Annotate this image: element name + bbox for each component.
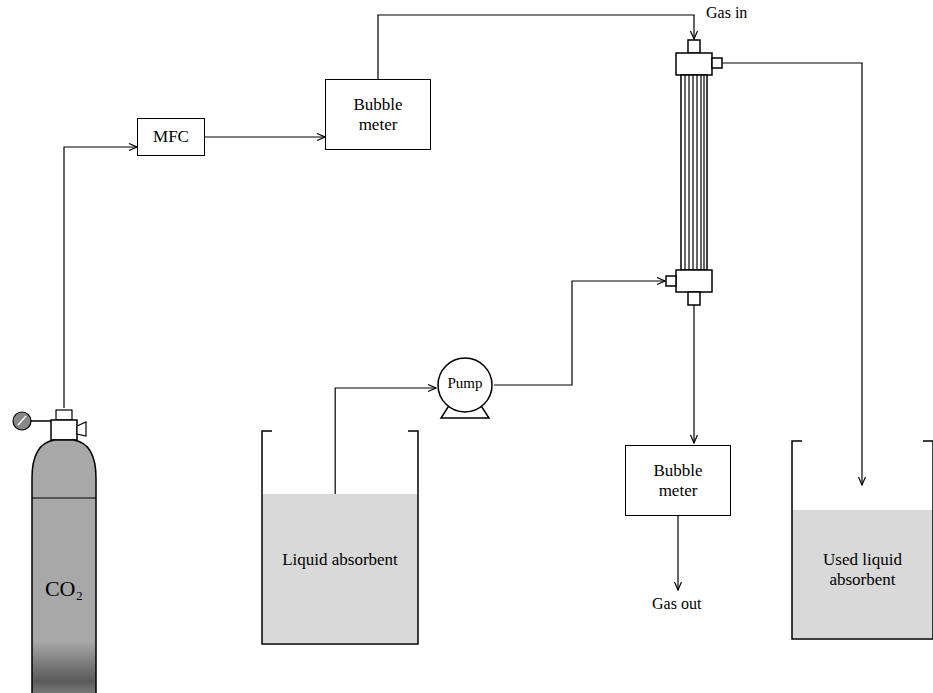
beaker: Liquid absorbent	[260, 430, 420, 645]
node-label: Bubble meter	[338, 95, 418, 134]
flow-arrow	[335, 388, 436, 500]
beaker-outline	[260, 430, 420, 645]
node-label: Used liquid absorbent	[818, 550, 908, 589]
node-label: Liquid absorbent	[266, 550, 414, 570]
flow-arrow	[64, 147, 137, 408]
pressure-gauge	[13, 412, 52, 430]
gas-cylinder-outline	[30, 408, 98, 693]
flow-lines	[378, 15, 862, 590]
flow-arrow	[205, 136, 325, 137]
node-label: CO₂	[36, 576, 92, 601]
membrane-module	[666, 40, 722, 305]
node-label: MFC	[153, 127, 189, 147]
node-label: Bubble meter	[638, 461, 718, 500]
node-label: Pump	[436, 375, 494, 392]
beaker: Used liquid absorbent	[790, 440, 933, 640]
process-box: Bubble meter	[625, 445, 731, 516]
flow-label: Gas in	[704, 4, 749, 22]
process-box: MFC	[137, 118, 205, 156]
gas-cylinder: CO₂	[30, 408, 98, 693]
beaker-outline	[790, 440, 933, 640]
hollow-fibres	[685, 75, 704, 270]
flow-label: Gas out	[650, 595, 703, 613]
pump-symbol: Pump	[436, 356, 494, 420]
process-box: Bubble meter	[325, 79, 431, 150]
